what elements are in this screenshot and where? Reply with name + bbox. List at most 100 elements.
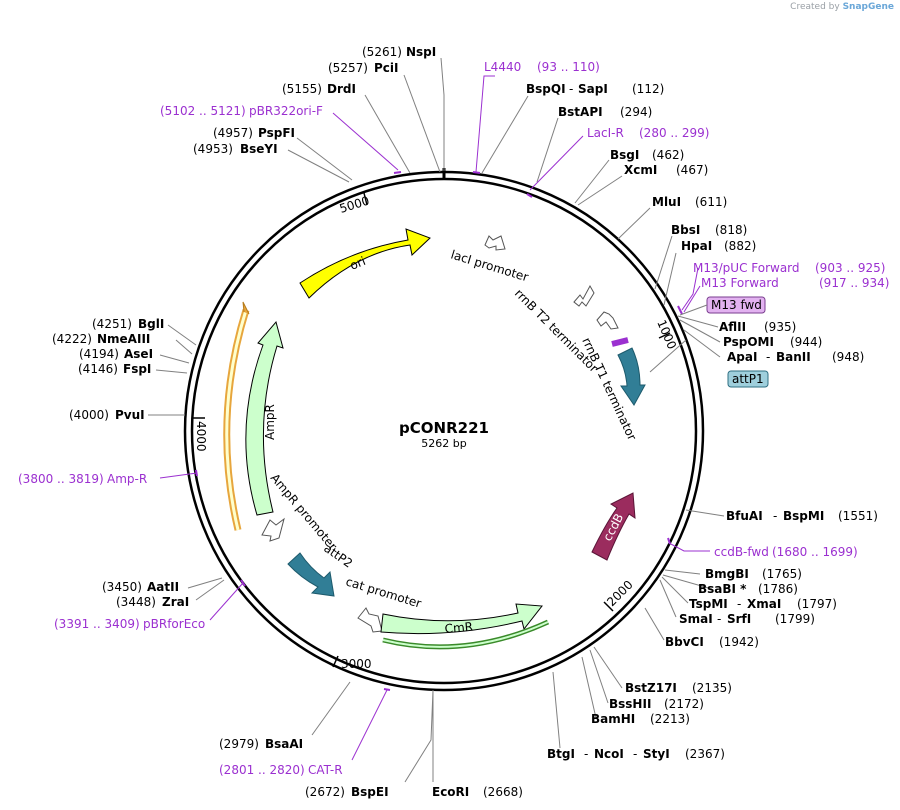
site-aatii[interactable]: AatII <box>147 580 179 594</box>
site-xmai[interactable]: XmaI <box>747 597 781 611</box>
primer-mark-laci-r <box>526 193 533 198</box>
primer-ccdb-fwd[interactable]: ccdB-fwd <box>714 545 769 559</box>
tick-label-4000: 4000 <box>194 421 208 452</box>
site-apai[interactable]: ApaI <box>727 350 757 364</box>
primer-l4440[interactable]: L4440 <box>484 60 521 74</box>
boxed-labels: M13 fwd attP1 <box>679 296 769 388</box>
site-nmeaiii[interactable]: NmeAIII <box>97 332 150 346</box>
feature-ampr[interactable] <box>245 320 284 516</box>
site-ecori[interactable]: EcoRI <box>432 785 469 799</box>
site-banii[interactable]: BanII <box>776 350 811 364</box>
feature-cmr[interactable] <box>380 603 543 635</box>
primer-m13puc-fwd[interactable]: M13/pUC Forward <box>693 261 800 275</box>
attp1-box <box>727 370 769 388</box>
primer-amp-r[interactable]: Amp-R <box>107 472 147 486</box>
site-drdi-pos: (5155) <box>282 82 322 96</box>
site-labels: (5261) NspI (5257) PciI (5155) DrdI (495… <box>52 45 878 799</box>
plasmid-length: 5262 bp <box>421 437 466 450</box>
site-ncoi[interactable]: NcoI <box>594 747 624 761</box>
feature-rrnb-t1[interactable] <box>596 311 619 330</box>
feature-attp1[interactable] <box>617 347 646 406</box>
plasmid-name: pCONR221 <box>399 419 489 437</box>
feature-cmr-outline-inner <box>382 621 549 648</box>
site-pspfi-pos: (4957) <box>213 126 253 140</box>
site-srfi[interactable]: SrfI <box>727 612 751 626</box>
site-bamhi[interactable]: BamHI <box>591 712 635 726</box>
primer-pbrforeco[interactable]: pBRforEco <box>143 617 205 631</box>
site-nspi-pos: (5261) <box>362 45 402 59</box>
feature-cat-promoter-label: cat promoter <box>344 574 423 610</box>
feature-laci-promoter[interactable] <box>484 235 506 251</box>
site-aflii-pos: (935) <box>764 320 796 334</box>
site-bspmi[interactable]: BspMI <box>783 509 824 523</box>
site-bfuai[interactable]: BfuAI <box>726 509 763 523</box>
site-bmgbi[interactable]: BmgBI <box>705 567 749 581</box>
site-aflii[interactable]: AflII <box>719 320 746 334</box>
site-bgli[interactable]: BglI <box>138 317 164 331</box>
site-bsabi[interactable]: BsaBI * <box>698 582 747 596</box>
primer-m13-fwd[interactable]: M13 Forward <box>701 276 779 290</box>
svg-text:-: - <box>766 350 770 364</box>
site-zrai[interactable]: ZraI <box>162 595 189 609</box>
site-pspomi[interactable]: PspOMI <box>723 335 774 349</box>
site-fspi[interactable]: FspI <box>123 362 151 376</box>
site-bspqi[interactable]: BspQI <box>526 82 566 96</box>
feature-rrnb-t2[interactable] <box>573 284 595 307</box>
site-btgi-pos: (2367) <box>685 747 725 761</box>
primer-laci-r[interactable]: LacI-R <box>587 126 624 140</box>
site-styi[interactable]: StyI <box>643 747 670 761</box>
feature-ori[interactable] <box>299 228 431 299</box>
site-bsaai[interactable]: BsaAI <box>265 737 303 751</box>
site-bseyi-pos: (4953) <box>193 142 233 156</box>
primer-cat-r-range: (2801 .. 2820) <box>219 763 305 777</box>
primer-pbr322ori-range: (5102 .. 5121) <box>160 104 246 118</box>
site-fspi-pos: (4146) <box>78 362 118 376</box>
svg-text:-: - <box>773 509 777 523</box>
primer-cat-r[interactable]: CAT-R <box>308 763 343 777</box>
site-drdi[interactable]: DrdI <box>327 82 356 96</box>
site-hpai[interactable]: HpaI <box>681 239 712 253</box>
site-pcii-pos: (5257) <box>328 61 368 75</box>
site-bstz17i[interactable]: BstZ17I <box>625 681 677 695</box>
site-leaders <box>148 57 725 783</box>
feature-ori-label: ori <box>348 254 368 273</box>
site-bspei[interactable]: BspEI <box>351 785 389 799</box>
snapgene-logo: SnapGene <box>842 2 894 12</box>
feature-ampr-outline-inner <box>225 309 248 531</box>
site-asei[interactable]: AseI <box>124 347 153 361</box>
tick-1000 <box>658 332 671 339</box>
site-xcmi[interactable]: XcmI <box>624 163 657 177</box>
site-pspfi[interactable]: PspFI <box>258 126 295 140</box>
site-sapi[interactable]: SapI <box>578 82 608 96</box>
svg-text:-: - <box>633 747 637 761</box>
feature-attp2[interactable] <box>287 552 335 597</box>
site-tspmi[interactable]: TspMI <box>689 597 728 611</box>
site-nspi[interactable]: NspI <box>406 45 436 59</box>
primer-ccdb-fwd-range: (1680 .. 1699) <box>772 545 858 559</box>
site-mlui-pos: (611) <box>695 195 727 209</box>
feature-ampr-promoter[interactable] <box>261 517 285 542</box>
site-pcii[interactable]: PciI <box>374 61 399 75</box>
site-bsgi[interactable]: BsgI <box>610 148 639 162</box>
site-smai[interactable]: SmaI <box>679 612 713 626</box>
primer-mark-pbr322ori <box>393 171 402 174</box>
primer-pbr322ori[interactable]: pBR322ori-F <box>249 104 323 118</box>
site-bbsi[interactable]: BbsI <box>671 223 700 237</box>
site-btgi[interactable]: BtgI <box>547 747 575 761</box>
site-pvui[interactable]: PvuI <box>115 408 145 422</box>
site-bbvci[interactable]: BbvCI <box>665 635 704 649</box>
feature-ccdb[interactable] <box>591 492 636 561</box>
feature-cat-promoter[interactable] <box>357 607 383 633</box>
attp1-box-label[interactable]: attP1 <box>732 372 764 386</box>
site-mlui[interactable]: MluI <box>652 195 681 209</box>
primer-m13-fwd-range: (917 .. 934) <box>819 276 889 290</box>
site-bseyi[interactable]: BseYI <box>240 142 278 156</box>
site-tspmi-pos: (1797) <box>797 597 837 611</box>
site-bsgi-pos: (462) <box>652 148 684 162</box>
site-bstapi[interactable]: BstAPI <box>558 105 603 119</box>
site-bsshii[interactable]: BssHII <box>609 697 651 711</box>
snapgene-credit: Created by SnapGene <box>790 2 894 12</box>
m13-fwd-box-label[interactable]: M13 fwd <box>711 298 762 312</box>
feature-ampr-outline-head <box>242 301 250 315</box>
